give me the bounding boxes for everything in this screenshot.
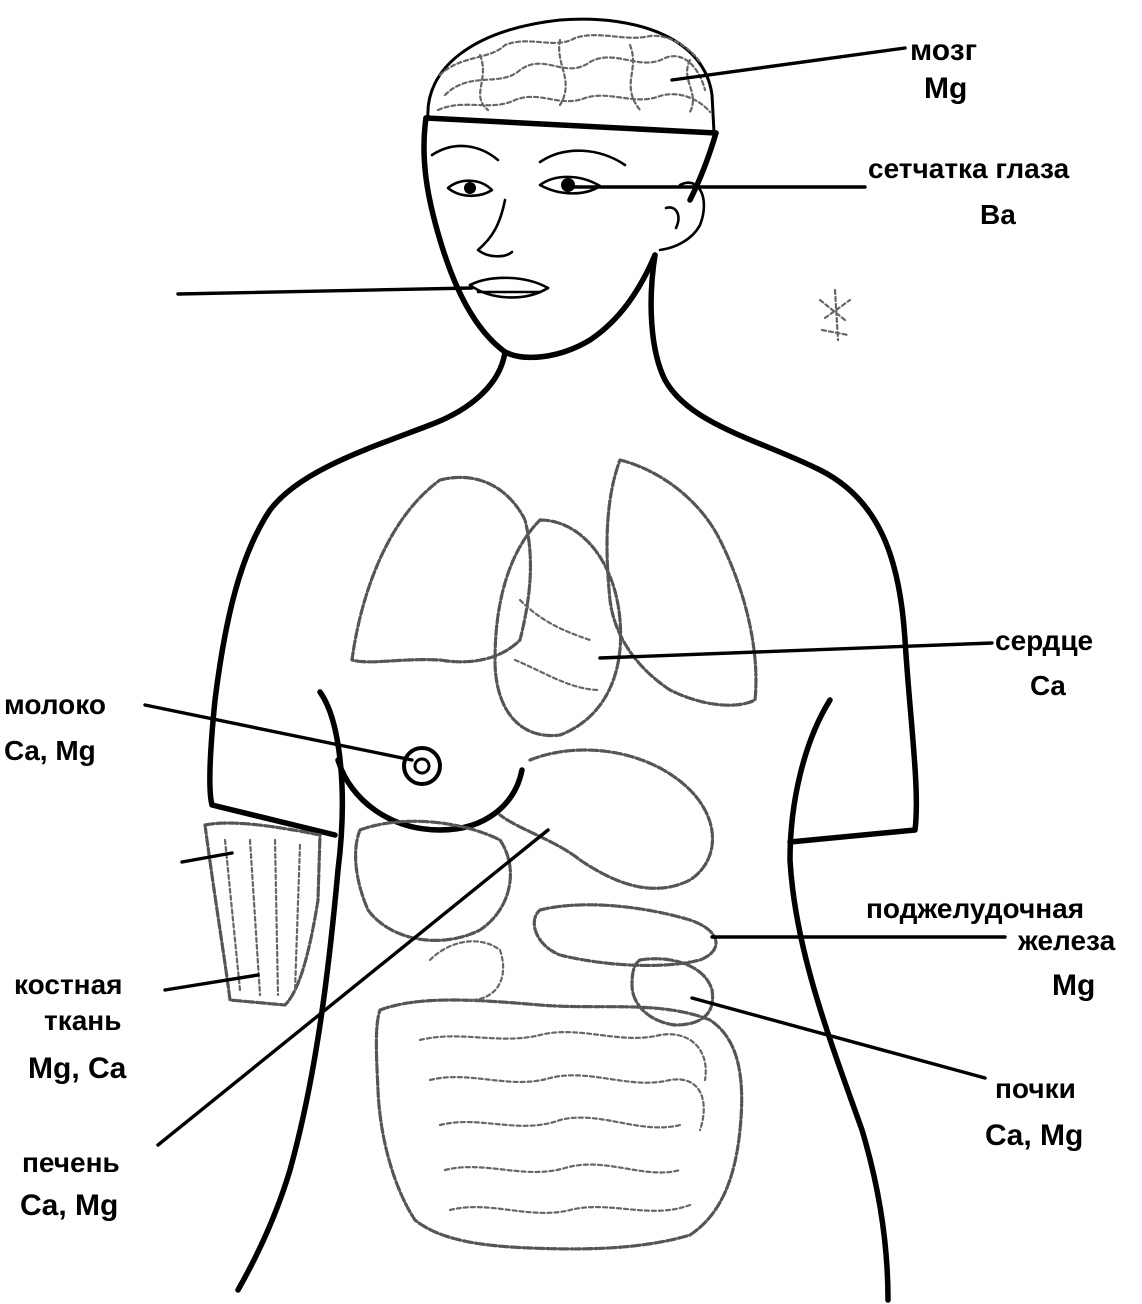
head-drawing [424, 118, 716, 357]
torso-outline [210, 255, 916, 1300]
heart-drawing [495, 520, 621, 736]
pancreas-elements: Mg [1052, 969, 1095, 1002]
liver-elements: Ca, Mg [20, 1189, 118, 1222]
kidneys-label: почки [995, 1073, 1076, 1104]
intestines-drawing [376, 941, 741, 1249]
kidneys-elements: Ca, Mg [985, 1119, 1083, 1152]
brain-elements: Mg [924, 72, 967, 105]
arm-bones-drawing [205, 823, 320, 1005]
milk-label: молоко [4, 689, 106, 720]
lungs-drawing [352, 460, 756, 705]
heart-pointer [600, 643, 992, 658]
nipple-drawing [404, 748, 440, 784]
pointer-lines [145, 48, 1005, 1145]
pancreas-label-line1: поджелудочная [866, 893, 1084, 924]
bone-elements: Mg, Ca [28, 1052, 127, 1085]
retina-elements: Ba [980, 199, 1016, 230]
bone-label-line2: ткань [44, 1005, 121, 1036]
mouth-pointer [178, 288, 472, 294]
brain-drawing [428, 19, 714, 132]
milk-elements: Ca, Mg [4, 735, 96, 766]
brain-pointer [672, 48, 905, 80]
retina-label: сетчатка глаза [868, 153, 1070, 184]
bone-label-line1: костная [14, 969, 123, 1000]
bone-pointer [165, 975, 258, 990]
heart-label: сердце [995, 625, 1093, 656]
heart-elements: Ca [1030, 670, 1066, 701]
speckle-mark [820, 290, 850, 340]
liver-pointer [158, 830, 548, 1145]
brain-label: мозг [910, 34, 977, 67]
liver-label: печень [22, 1147, 120, 1178]
arm-pointer [182, 853, 232, 862]
pancreas-label-line2: железа [1017, 925, 1116, 956]
milk-pointer [145, 705, 412, 760]
